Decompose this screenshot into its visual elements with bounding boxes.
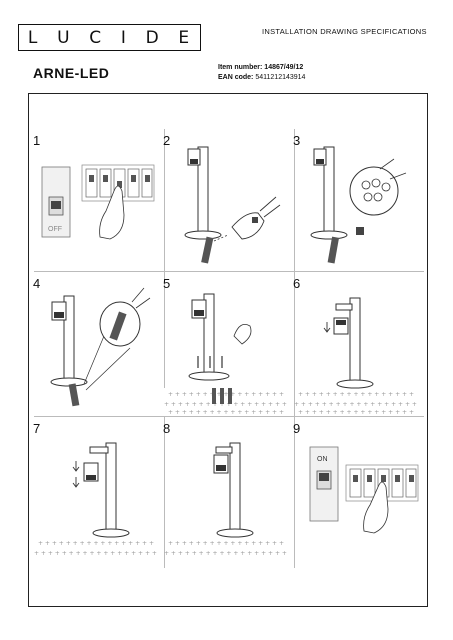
svg-text:+ + + + + + + + + + + + + + +: + + + + + + + + + + + + + + + + + + <box>164 550 287 557</box>
step-number: 8 <box>163 421 171 436</box>
step-number: 2 <box>163 133 171 148</box>
step-8: 8 + + + + + + + + + + + + + + + + + + + … <box>163 417 294 563</box>
svg-text:+ + + + + + + + + + + + + + +: + + + + + + + + + + + + + + + + + <box>298 409 414 416</box>
lucide-logo: L U C I D E <box>18 24 201 51</box>
steps-grid: 1 OFF 2 <box>33 129 424 568</box>
step-9: 9 ON <box>293 417 424 563</box>
cable-detail-illustration <box>50 287 151 407</box>
anchoring-illustration: + + + + + + + + + + + + + + + + + + + + … <box>164 293 294 416</box>
step-number: 7 <box>33 421 41 436</box>
grid-divider <box>164 129 165 568</box>
logo-letter: L <box>27 27 40 48</box>
spec-title: INSTALLATION DRAWING SPECIFICATIONS <box>262 27 427 36</box>
svg-text:+ + + + + + + + + + + + + + +: + + + + + + + + + + + + + + + + + + <box>164 401 287 408</box>
ean-value: 5411212143914 <box>255 74 306 81</box>
step-1: 1 OFF <box>33 129 164 275</box>
logo-letter: E <box>178 27 192 48</box>
svg-text:+ + + + + + + + + + + + + + +: + + + + + + + + + + + + + + + + + <box>298 391 414 398</box>
breaker-off-illustration: OFF <box>41 164 155 240</box>
svg-text:+ + + + + + + + + + + + + + +: + + + + + + + + + + + + + + + + + <box>168 391 284 398</box>
step-3: 3 <box>293 129 424 275</box>
switch-label: OFF <box>48 226 62 233</box>
svg-text:+ + + + + + + + + + + + + + +: + + + + + + + + + + + + + + + + + <box>38 540 154 547</box>
product-name: ARNE-LED <box>33 65 110 81</box>
svg-text:+ + + + + + + + + + + + + + +: + + + + + + + + + + + + + + + + + + <box>34 550 157 557</box>
step-number: 1 <box>33 133 41 148</box>
breaker-on-illustration: ON <box>309 446 419 534</box>
svg-text:+ + + + + + + + + + + + + + +: + + + + + + + + + + + + + + + + + <box>168 540 284 547</box>
item-value: 14867/49/12 <box>264 64 304 71</box>
grid-divider <box>34 416 424 417</box>
step-number: 4 <box>33 276 41 291</box>
step-number: 3 <box>293 133 301 148</box>
step-4: 4 <box>33 272 164 418</box>
grid-divider <box>34 271 424 272</box>
step-number: 6 <box>293 276 301 291</box>
item-info: Item number: 14867/49/12 EAN code: 54112… <box>218 63 305 83</box>
logo-letter: I <box>120 27 128 48</box>
logo-letter: C <box>89 27 104 48</box>
grid-divider <box>294 129 295 568</box>
svg-text:+ + + + + + + + + + + + + + +: + + + + + + + + + + + + + + + + + <box>168 409 284 416</box>
assembled-illustration: + + + + + + + + + + + + + + + + + + + + … <box>164 442 287 557</box>
connector-illustration <box>310 146 407 264</box>
step-6: 6 + + + + + + + + + + + + + + + + + + + … <box>293 272 424 418</box>
drawing-frame <box>28 93 428 607</box>
wiring-illustration <box>184 146 281 264</box>
step-number: 9 <box>293 421 301 436</box>
step-2: 2 <box>163 129 294 275</box>
step-5: 5 + + + + + + + + + + + + + + + + + + + … <box>163 272 294 418</box>
step-number: 5 <box>163 276 171 291</box>
head-fix-illustration: + + + + + + + + + + + + + + + + + + + + … <box>34 442 157 557</box>
step-7: 7 + + + + + + + + + + + + + + + + + + + … <box>33 417 164 563</box>
switch-label: ON <box>317 456 328 463</box>
ean-label: EAN code: <box>218 74 254 81</box>
item-label: Item number: <box>218 64 263 71</box>
logo-letter: U <box>57 27 72 48</box>
svg-text:+ + + + + + + + + + + + + + +: + + + + + + + + + + + + + + + + + + <box>294 401 417 408</box>
head-mount-illustration: + + + + + + + + + + + + + + + + + + + + … <box>294 297 417 416</box>
logo-letter: D <box>145 27 161 48</box>
